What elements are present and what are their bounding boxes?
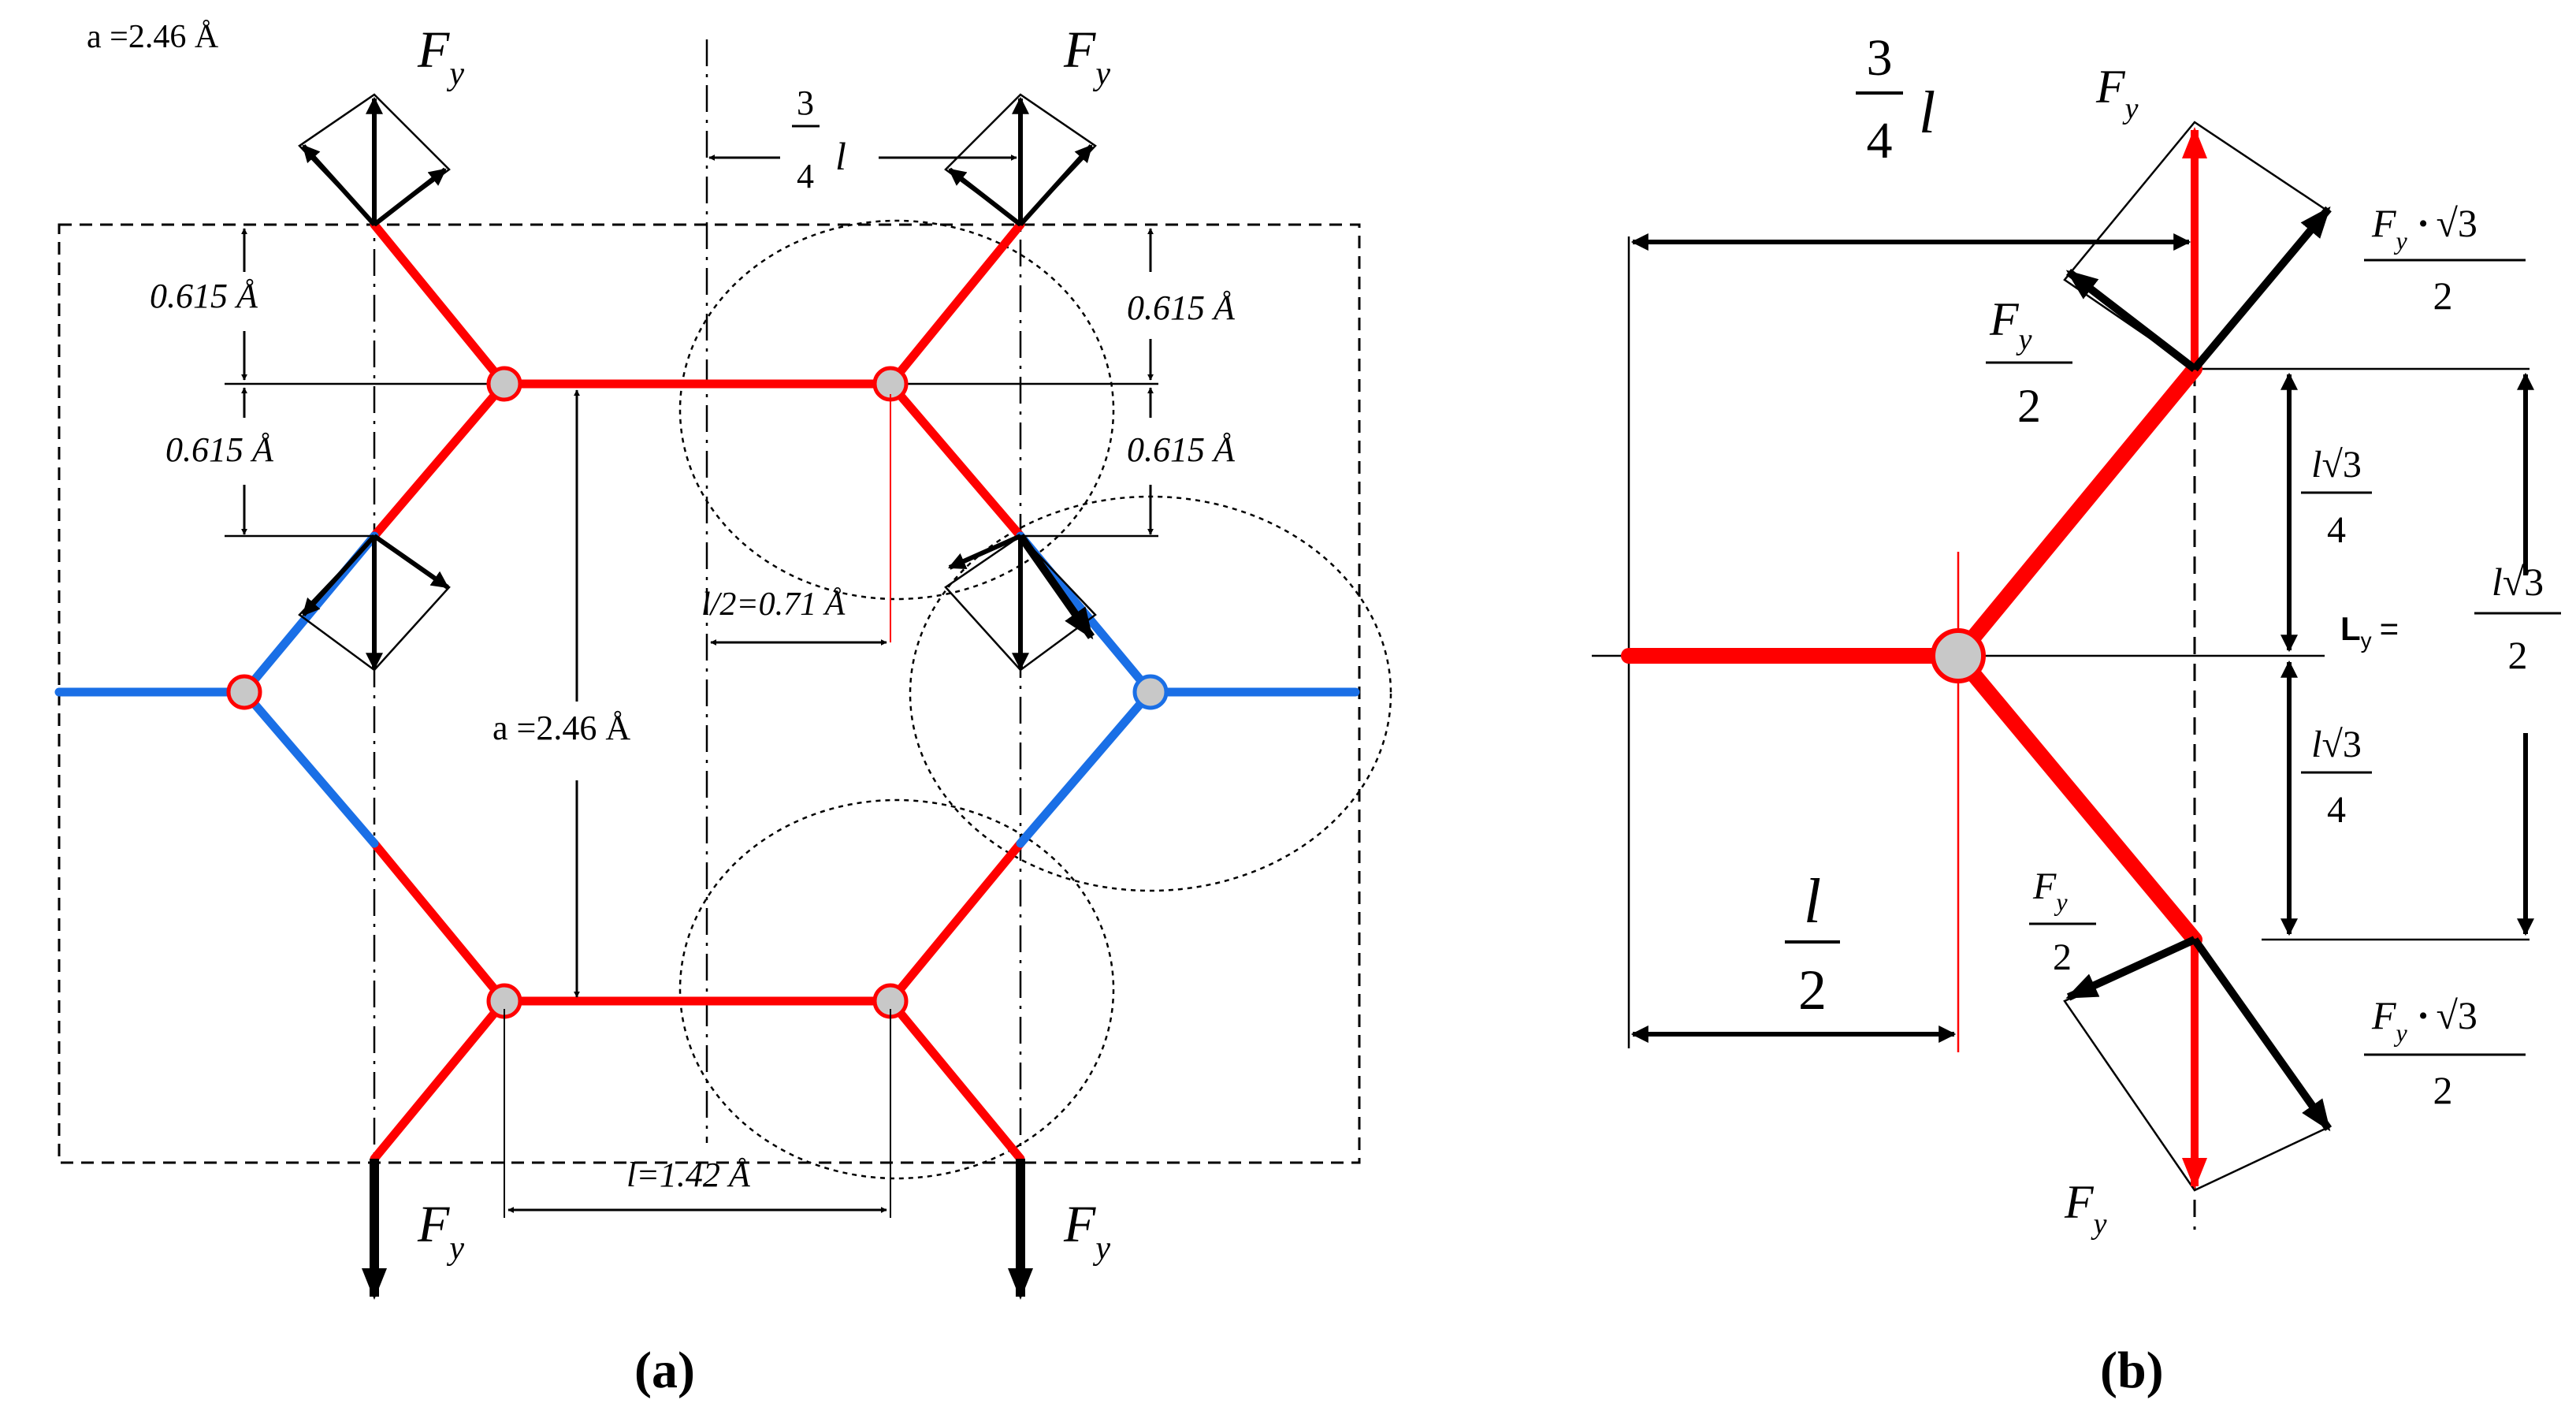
- red-bonds-b: [1621, 361, 2202, 947]
- atom: [486, 366, 522, 402]
- dim-three-quarter-b: 3 4 l: [1856, 29, 1935, 169]
- svg-text:4: 4: [2327, 509, 2346, 551]
- svg-text:3: 3: [1867, 29, 1893, 87]
- dim-0615-right-lower: 0.615 Å: [1127, 430, 1236, 469]
- svg-text:2: 2: [2053, 936, 2072, 978]
- force-label-bottom-left: Fy: [417, 1196, 464, 1267]
- panel-a: [54, 39, 1392, 1300]
- dotted-circles: [678, 219, 1392, 1180]
- svg-text:2: 2: [2433, 274, 2453, 318]
- dimension-lines: [225, 154, 1158, 1218]
- svg-text:l: l: [1804, 867, 1821, 936]
- force-label-top-right: Fy: [1063, 21, 1110, 92]
- atom-b: [1931, 628, 1986, 683]
- svg-text:4: 4: [1867, 112, 1893, 169]
- svg-text:Fy·√3: Fy·√3: [2371, 201, 2477, 255]
- label-fy-half-bottom: Fy 2: [2029, 865, 2096, 978]
- svg-text:l√3: l√3: [2492, 560, 2544, 604]
- force-label-bottom-right: Fy: [1063, 1196, 1110, 1267]
- dim-half-bond: l/2=0.71 Å: [701, 586, 846, 623]
- force-label-top-left: Fy: [417, 21, 464, 92]
- dimension-lines-b: [1630, 233, 2534, 1043]
- label-fy-root3-bottom: Fy·√3 2: [2364, 993, 2526, 1112]
- panel-b: [1592, 121, 2534, 1230]
- force-arrows-top-b: [2063, 121, 2332, 372]
- red-bonds: [370, 220, 1025, 1163]
- dim-three-quarter-a: 3 4 l: [792, 84, 846, 195]
- label-quarter-lower: l√3 4: [2301, 724, 2372, 831]
- dim-0615-left-lower: 0.615 Å: [165, 430, 274, 469]
- label-fy-half-top: Fy 2: [1986, 293, 2072, 432]
- lattice-note: a =2.46 Å: [87, 19, 219, 55]
- svg-text:l√3: l√3: [2311, 724, 2362, 765]
- atom: [1132, 674, 1169, 710]
- svg-text:2: 2: [2433, 1068, 2453, 1112]
- dim-bond-length: l=1.42 Å: [626, 1156, 751, 1194]
- svg-text:l: l: [1919, 80, 1935, 146]
- dim-lattice-center: a =2.46 Å: [493, 709, 630, 747]
- label-ly: Ly=: [2340, 610, 2399, 653]
- svg-text:4: 4: [797, 157, 814, 195]
- force-label-top-b: Fy: [2095, 61, 2139, 125]
- svg-text:Fy: Fy: [1989, 293, 2032, 356]
- force-arrows-mid-right: [944, 534, 1097, 672]
- atom: [226, 674, 262, 710]
- svg-text:3: 3: [797, 84, 814, 122]
- force-arrows-bottom-b: [2063, 936, 2333, 1192]
- force-arrows-mid-left: [298, 534, 451, 672]
- dim-half-b: l 2: [1785, 867, 1840, 1022]
- svg-text:Fy: Fy: [2032, 865, 2068, 916]
- dim-0615-left-upper: 0.615 Å: [150, 277, 258, 315]
- label-fy-root3-top: Fy·√3 2: [2364, 201, 2526, 318]
- force-arrows-top-right: [944, 93, 1097, 227]
- svg-text:2: 2: [2017, 380, 2041, 432]
- atoms: [226, 366, 1169, 1019]
- svg-text:2: 2: [1798, 958, 1827, 1022]
- force-arrows-top-left: [298, 93, 451, 227]
- dim-0615-right-upper: 0.615 Å: [1127, 288, 1236, 327]
- svg-text:l: l: [835, 134, 846, 178]
- label-quarter-upper: l√3 4: [2301, 444, 2372, 551]
- force-label-bottom-b: Fy: [2064, 1176, 2107, 1241]
- label-ly-value: l√3 2: [2474, 560, 2561, 677]
- svg-text:Fy·√3: Fy·√3: [2371, 993, 2477, 1047]
- svg-text:2: 2: [2508, 633, 2528, 677]
- svg-text:4: 4: [2327, 789, 2346, 831]
- caption-b: (b): [2100, 1342, 2164, 1399]
- caption-a: (a): [634, 1342, 695, 1399]
- svg-text:l√3: l√3: [2311, 444, 2362, 486]
